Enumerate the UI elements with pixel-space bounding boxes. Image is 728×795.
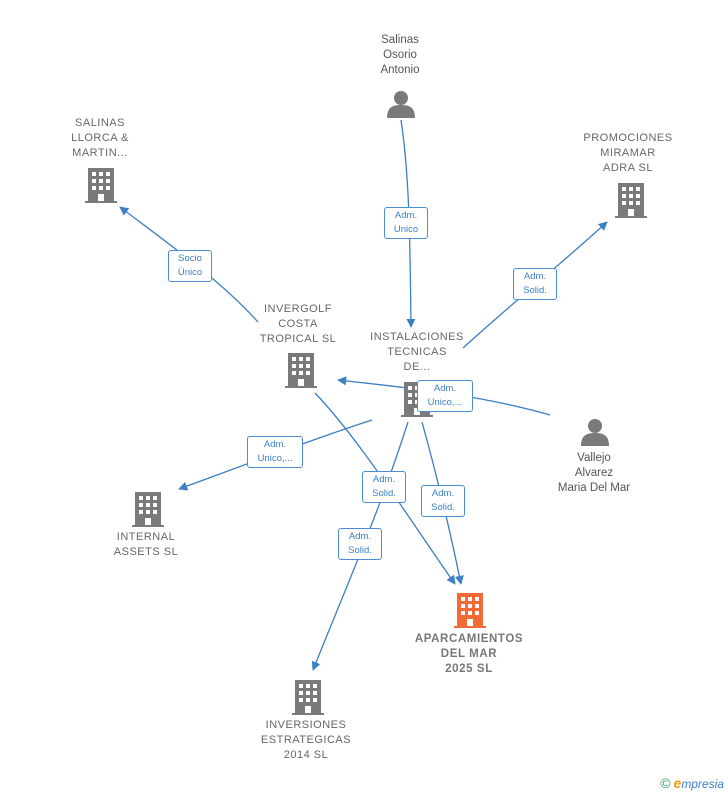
node-label-line: ADRA SL	[603, 162, 653, 174]
node-label-line: Maria Del Mar	[557, 482, 631, 494]
node-inversiones[interactable]: INVERSIONES ESTRATEGICAS 2014 SL	[253, 718, 359, 763]
building-icon	[292, 680, 324, 715]
building-icon	[85, 168, 117, 203]
edge-label-line: Adm.	[433, 383, 457, 394]
building-icon	[132, 492, 164, 527]
edge-label-line: Solid.	[431, 502, 455, 513]
node-vallejo[interactable]: Vallejo Alvarez Maria Del Mar	[540, 451, 648, 496]
node-invergolf[interactable]: INVERGOLF COSTA TROPICAL SL	[248, 302, 348, 347]
node-label-line: MIRAMAR	[600, 147, 656, 159]
edge-label-line: Unico	[393, 224, 419, 235]
node-label-line: TECNICAS	[387, 346, 447, 358]
node-salinas-osorio[interactable]: Salinas Osorio Antonio	[362, 33, 438, 78]
edge-label-line: Adm.	[348, 531, 372, 542]
edge-label-line: Solid.	[372, 488, 396, 499]
node-label-line: DE...	[403, 361, 431, 373]
person-icon	[581, 419, 609, 446]
node-label-line: PROMOCIONES	[583, 132, 673, 144]
node-label-line: INTERNAL	[116, 531, 176, 543]
edge-label-line: Adm.	[263, 439, 287, 450]
node-label-line: COSTA	[278, 318, 318, 330]
edge-label-socio-unico[interactable]: Socio Único	[168, 250, 212, 282]
node-instalaciones[interactable]: INSTALACIONES TECNICAS DE...	[362, 330, 472, 375]
node-label-line: INVERSIONES	[265, 719, 347, 731]
node-label-line: Osorio	[383, 49, 417, 61]
edge-label-adm-unico-multi[interactable]: Adm. Unico,...	[247, 436, 303, 468]
node-label-line: ASSETS SL	[113, 546, 179, 558]
edge-label-line: Solid.	[348, 545, 372, 556]
edge-label-line: Solid.	[523, 285, 547, 296]
edge-label-adm-solid[interactable]: Adm. Solid.	[362, 471, 406, 503]
node-label-line: Vallejo	[577, 452, 611, 464]
edge-label-line: Adm.	[431, 488, 455, 499]
brand-first-letter: e	[673, 775, 682, 791]
edge-label-adm-unico[interactable]: Adm. Unico	[384, 207, 428, 239]
edge-label-adm-solid[interactable]: Adm. Solid.	[338, 528, 382, 560]
node-internal-assets[interactable]: INTERNAL ASSETS SL	[98, 530, 194, 560]
node-promociones[interactable]: PROMOCIONES MIRAMAR ADRA SL	[578, 131, 678, 176]
edge-label-line: Adm.	[523, 271, 547, 282]
edge-label-line: Adm.	[372, 474, 396, 485]
building-icon	[615, 183, 647, 218]
edge-label-adm-solid[interactable]: Adm. Solid.	[421, 485, 465, 517]
node-label-line: Antonio	[380, 64, 420, 76]
node-label-line: 2014 SL	[283, 749, 329, 761]
building-icon	[285, 353, 317, 388]
node-label-line: INSTALACIONES	[370, 331, 464, 343]
node-salinas-llorca[interactable]: SALINAS LLORCA & MARTIN...	[55, 116, 145, 161]
node-label-line: Alvarez	[574, 467, 614, 479]
edge-label-line: Unico,...	[427, 397, 463, 408]
node-label-line: APARCAMIENTOS	[414, 633, 524, 645]
edge-label-adm-solid[interactable]: Adm. Solid.	[513, 268, 557, 300]
edge-label-line: Único	[177, 267, 203, 278]
node-label-line: 2025 SL	[445, 663, 493, 675]
copyright-icon: ©	[660, 775, 671, 791]
person-icon	[387, 91, 415, 118]
building-icon	[454, 593, 486, 628]
edge-label-line: Unico,...	[257, 453, 293, 464]
edge-label-line: Adm.	[394, 210, 418, 221]
node-label-line: TROPICAL SL	[259, 333, 337, 345]
node-aparcamientos[interactable]: APARCAMIENTOS DEL MAR 2025 SL	[404, 632, 534, 677]
node-label-line: MARTIN...	[72, 147, 128, 159]
node-label-line: LLORCA &	[71, 132, 129, 144]
node-label-line: DEL MAR	[440, 648, 498, 660]
edge-label-adm-unico-multi[interactable]: Adm. Unico,...	[417, 380, 473, 412]
edge-label-line: Socio	[178, 253, 202, 264]
brand-name: mpresia	[681, 777, 724, 791]
node-label-line: Salinas	[381, 34, 419, 46]
node-label-line: INVERGOLF	[263, 303, 333, 315]
empresia-logo[interactable]: ©empresia	[660, 775, 724, 791]
node-label-line: SALINAS	[75, 117, 125, 129]
node-label-line: ESTRATEGICAS	[260, 734, 352, 746]
